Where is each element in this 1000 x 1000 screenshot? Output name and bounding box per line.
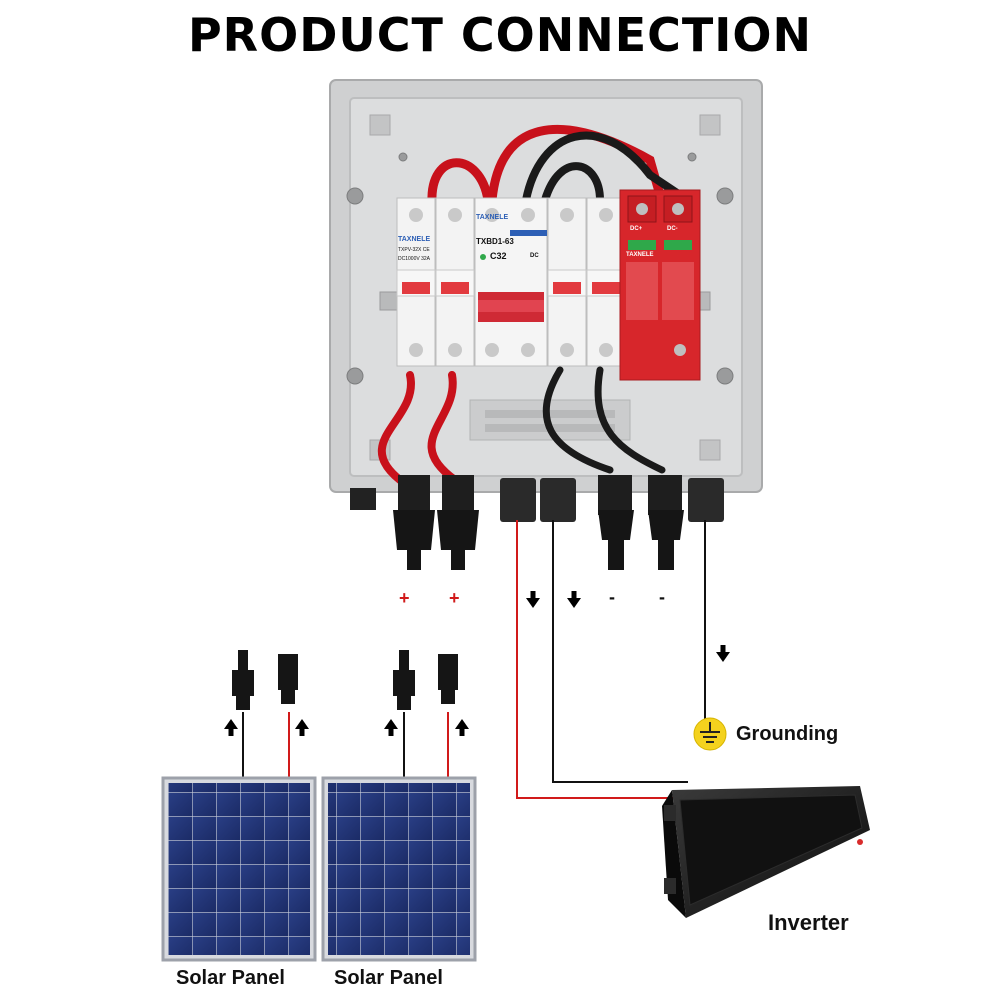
red-wire-input-2 [427,371,459,484]
dc-breaker [474,197,548,367]
arrow-up-icon [295,719,309,736]
mc4-connector-icon [393,650,415,710]
external-wiring [242,520,706,799]
housing-screws [346,152,734,385]
spd-terminal-minus-label: DC- [667,226,678,232]
arrow-up-icon [455,719,469,736]
inverter-unit [662,786,870,918]
black-wire-input-2 [594,366,666,474]
mc4-connector-icon [598,510,634,570]
solar-panel-1 [161,776,317,962]
plus-sign-1: + [399,588,410,608]
fuse-rating-label: DC1000V 32A [398,256,430,262]
mc4-connector-icon [648,510,684,570]
arrow-down-icon [526,591,540,608]
page-title: PRODUCT CONNECTION [187,8,813,62]
ground-symbol-icon [693,717,727,751]
surge-protective-device [619,189,701,381]
solar-panel-2-label: Solar Panel [334,967,443,989]
black-jumper-wire [541,162,604,204]
red-wire-input-1 [377,371,415,484]
din-devices [396,189,701,381]
cable-glands [350,475,724,522]
panel-connectors [232,650,458,710]
arrow-down-icon [716,645,730,662]
minus-sign-2: - [659,587,665,607]
mc4-connector-icon [278,654,298,704]
breaker-pole-label: DC [530,253,539,259]
breaker-rating-label: C32 [490,251,507,261]
pv-fuse-holder-1 [396,197,436,367]
mc4-connector-icon [438,654,458,704]
breaker-brand-label: TAXNELE [476,214,509,221]
solar-panel-2 [321,776,477,962]
arrows [224,591,730,736]
internal-wiring [377,125,684,484]
pv-fuse-holder-4 [586,197,626,367]
positive-line-to-inverter [516,520,688,799]
black-wire-input-1 [542,366,614,474]
pv-fuse-holder-3 [547,197,587,367]
inverter-label: Inverter [768,910,849,935]
grounding-label: Grounding [736,723,839,745]
negative-line-to-inverter [552,520,688,783]
black-wire-to-spd [522,131,684,204]
minus-sign-1: - [609,587,615,607]
mc4-connectors [393,510,684,570]
fuse-model-label: TXPV-32X CE [398,247,430,253]
arrow-down-icon [567,591,581,608]
pv-fuse-holder-2 [435,197,475,367]
mc4-connector-icon [393,510,435,570]
plus-sign-2: + [449,588,460,608]
arrow-up-icon [224,719,238,736]
spd-terminal-plus-label: DC+ [630,226,643,232]
mc4-connector-icon [437,510,479,570]
solar-panel-1-label: Solar Panel [176,967,285,989]
breaker-model-label: TXBD1-63 [476,237,514,246]
fuse-brand-label: TAXNELE [398,236,431,243]
mc4-connector-icon [232,650,254,710]
spd-brand-label: TAXNELE [626,252,654,258]
red-jumper-wire [427,158,493,207]
arrow-up-icon [384,719,398,736]
